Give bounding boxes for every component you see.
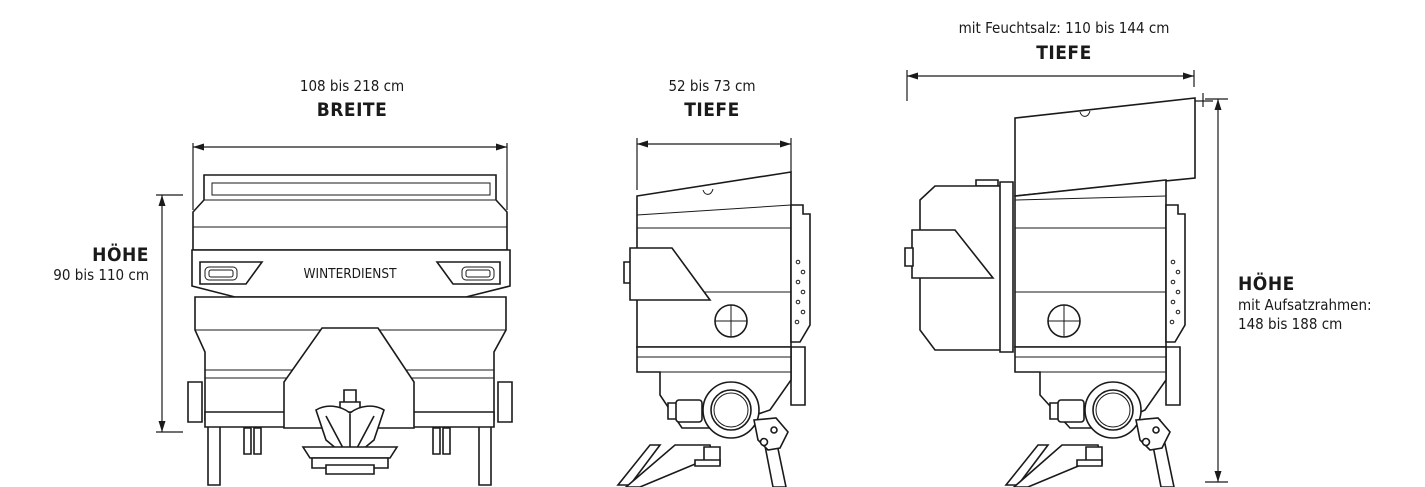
side-hopper-body [624, 172, 810, 466]
side-view-drawing [618, 138, 810, 487]
brand-plate-text: WINTERDIENST [303, 266, 397, 282]
wetsalt-view-drawing [905, 70, 1228, 487]
width-dimension-line [193, 143, 507, 210]
wetsalt-attachment-frame [1015, 98, 1195, 196]
front-view-drawing: WINTERDIENST [156, 143, 512, 485]
wetsalt-depth-range-label: mit Feuchtsalz: 110 bis 144 cm [958, 19, 1170, 37]
wetsalt-depth-dimension-line [907, 70, 1213, 107]
front-light-right [437, 262, 500, 284]
front-light-left [200, 262, 262, 284]
wetsalt-height-title: HÖHE [1238, 273, 1295, 295]
wetsalt-height-dimension-line [1205, 99, 1228, 482]
width-title: BREITE [316, 99, 388, 121]
wetsalt-hopper-body [1015, 180, 1185, 466]
front-height-range-label: 90 bis 110 cm [53, 266, 149, 284]
wetsalt-tank [905, 180, 1013, 352]
side-depth-title: TIEFE [684, 99, 740, 121]
wetsalt-depth-title: TIEFE [1036, 42, 1092, 64]
side-depth-dimension-line [637, 138, 791, 190]
wetsalt-height-note-line1: mit Aufsatzrahmen: [1238, 296, 1372, 314]
wetsalt-height-note-line2: 148 bis 188 cm [1238, 315, 1343, 333]
side-depth-range-label: 52 bis 73 cm [668, 77, 756, 95]
front-spinner-assembly [284, 328, 414, 474]
front-height-dimension-line [156, 195, 183, 432]
front-height-title: HÖHE [92, 244, 149, 266]
width-range-label: 108 bis 218 cm [299, 77, 405, 95]
